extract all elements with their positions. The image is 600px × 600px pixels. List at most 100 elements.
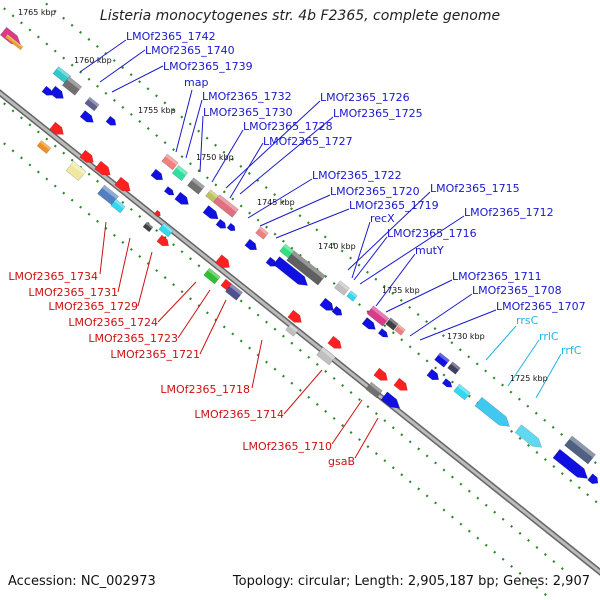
- gene-feature: [161, 153, 179, 171]
- gene-feature: [327, 335, 342, 349]
- leader-line: [177, 289, 211, 339]
- gene-feature: [474, 396, 510, 427]
- gene-feature: [213, 194, 239, 218]
- scale-label: 1755 kbp: [138, 106, 176, 115]
- gene-feature: [346, 290, 358, 302]
- gene-feature: [153, 209, 161, 217]
- leader-line: [99, 221, 107, 275]
- leader-line: [353, 236, 388, 281]
- gene-label: gsaB: [328, 455, 355, 468]
- leader-line: [185, 99, 203, 159]
- scale-label: 1750 kbp: [196, 153, 234, 162]
- leader-line: [275, 208, 350, 239]
- gene-label: LMOf2365_1731: [28, 286, 118, 299]
- leader-line: [354, 417, 379, 459]
- gene-label: rrfC: [561, 344, 582, 357]
- gene-feature: [286, 250, 326, 286]
- gene-feature: [225, 283, 243, 301]
- scale-label: 1740 kbp: [318, 242, 356, 251]
- genome-summary-text: Topology: circular; Length: 2,905,187 bp…: [232, 574, 590, 589]
- gene-feature: [514, 424, 543, 448]
- leader-line: [251, 339, 263, 389]
- gene-label: LMOf2365_1728: [243, 120, 333, 133]
- leader-line: [229, 142, 264, 199]
- gene-feature: [163, 186, 175, 196]
- label-leader-lines: [79, 39, 562, 459]
- gene-label: LMOf2365_1714: [194, 408, 284, 421]
- scale-label: 1765 kbp: [18, 8, 56, 17]
- gene-feature: [434, 352, 450, 368]
- gene-feature: [61, 76, 83, 96]
- gene-label: LMOf2365_1721: [110, 348, 200, 361]
- gene-label: LMOf2365_1734: [8, 270, 98, 283]
- gene-feature: [265, 256, 277, 267]
- leader-line: [485, 325, 517, 361]
- gene-feature: [174, 191, 189, 205]
- gene-feature: [361, 317, 376, 330]
- leader-line: [535, 353, 562, 399]
- leader-line: [347, 191, 431, 271]
- gene-label: map: [184, 76, 208, 89]
- gene-feature: [36, 140, 52, 154]
- gene-feature: [244, 238, 257, 251]
- accession-text: Accession: NC_002973: [8, 574, 156, 589]
- gene-feature: [366, 305, 390, 327]
- gene-feature: [365, 381, 383, 399]
- leader-line: [199, 115, 204, 173]
- gene-label: rrlC: [539, 330, 559, 343]
- gene-feature: [41, 85, 53, 96]
- scale-label: 1735 kbp: [382, 286, 420, 295]
- gene-label: LMOf2365_1724: [68, 316, 158, 329]
- gene-feature: [65, 160, 87, 182]
- gene-feature: [150, 168, 163, 181]
- leader-line: [359, 215, 465, 285]
- scale-label: 1760 kbp: [74, 56, 112, 65]
- scale-label: 1730 kbp: [447, 332, 485, 341]
- gene-label: LMOf2365_1712: [464, 206, 554, 219]
- gene-feature: [385, 317, 399, 331]
- leader-line: [507, 339, 540, 387]
- gene-feature: [373, 367, 388, 381]
- leader-line: [157, 281, 197, 323]
- gene-feature: [447, 361, 461, 375]
- gene-feature: [94, 160, 111, 176]
- gene-feature: [316, 346, 336, 366]
- gene-feature: [79, 149, 94, 163]
- gene-feature: [426, 368, 439, 381]
- gene-feature: [4, 33, 24, 51]
- gene-label: LMOf2365_1726: [320, 91, 410, 104]
- scale-label: 1745 kbp: [257, 198, 295, 207]
- gene-feature: [203, 267, 221, 285]
- leader-line: [283, 369, 323, 415]
- map-title: Listeria monocytogenes str. 4b F2365, co…: [99, 8, 501, 24]
- leader-line: [331, 399, 363, 445]
- gene-feature: [205, 189, 219, 203]
- gene-label: LMOf2365_1723: [88, 332, 178, 345]
- gene-feature: [105, 115, 117, 126]
- gene-label: LMOf2365_1707: [496, 300, 586, 313]
- leader-line: [225, 100, 321, 189]
- gene-feature: [564, 435, 596, 465]
- leader-line: [351, 221, 371, 279]
- gene-feature: [114, 176, 131, 192]
- scale-labels: 1765 kbp 1760 kbp 1755 kbp 1750 kbp 1745 kbp…: [18, 8, 548, 383]
- leader-line: [247, 178, 313, 219]
- gene-feature: [319, 297, 334, 311]
- gene-label: LMOf2365_1729: [48, 300, 138, 313]
- gene-feature: [171, 164, 189, 182]
- gene-feature: [331, 305, 343, 316]
- gene-feature: [158, 222, 174, 238]
- gene-feature: [202, 205, 219, 220]
- gene-feature: [334, 280, 350, 296]
- gene-feature: [79, 110, 94, 123]
- leader-line: [385, 279, 453, 313]
- gene-label: LMOf2365_1739: [163, 60, 253, 73]
- gene-label: LMOf2365_1732: [202, 90, 292, 103]
- gene-feature: [287, 309, 302, 323]
- gene-feature: [587, 473, 599, 485]
- leader-line: [211, 129, 244, 183]
- gene-label: LMOf2365_1719: [349, 199, 439, 212]
- gene-label: LMOf2365_1727: [263, 135, 353, 148]
- gene-label: LMOf2365_1718: [160, 383, 250, 396]
